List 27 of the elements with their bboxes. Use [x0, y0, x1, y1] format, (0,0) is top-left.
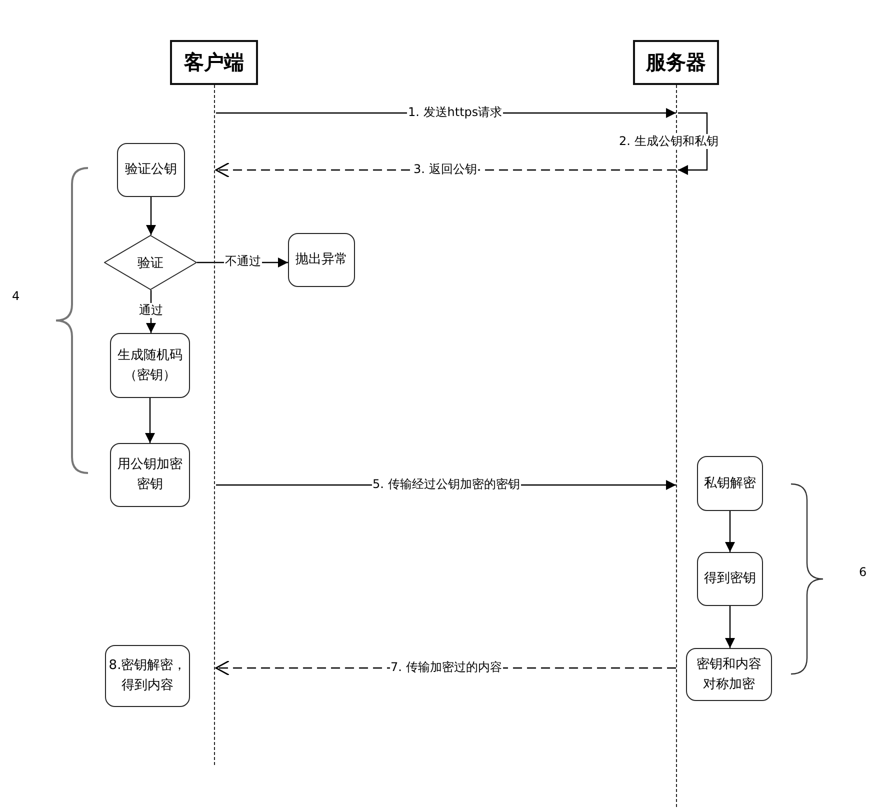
decision-diamond: 验证	[104, 235, 197, 290]
arrow	[725, 606, 735, 648]
edge-label: 3. 返回公钥	[412, 162, 478, 177]
process-box: 验证公钥	[117, 143, 185, 197]
edge-label: 1. 发送https请求	[407, 105, 504, 120]
step-number: 4	[12, 289, 20, 303]
process-box: 用公钥加密密钥	[110, 443, 190, 507]
process-box: 私钥解密	[697, 456, 763, 511]
arrow	[725, 511, 735, 552]
participant-box: 服务器	[633, 40, 719, 85]
arrow	[678, 112, 708, 175]
process-box: 抛出异常	[288, 233, 355, 287]
lifeline	[676, 85, 678, 807]
edge-label: 7. 传输加密过的内容	[390, 660, 503, 675]
lifeline	[214, 85, 216, 765]
edge-label: 不通过	[224, 254, 262, 269]
process-box: 密钥和内容对称加密	[686, 648, 772, 701]
edge-label: 2. 生成公钥和私钥	[618, 134, 720, 149]
arrow	[145, 398, 155, 443]
step-number: 6	[859, 565, 867, 579]
arrow	[146, 197, 156, 235]
edge-label: 通过	[138, 303, 164, 318]
process-box: 8.密钥解密，得到内容	[105, 645, 190, 707]
participant-box: 客户端	[170, 40, 258, 85]
process-box: 得到密钥	[697, 552, 763, 606]
edge-label: 5. 传输经过公钥加密的密钥	[372, 477, 521, 492]
process-box: 生成随机码（密钥）	[110, 333, 190, 398]
